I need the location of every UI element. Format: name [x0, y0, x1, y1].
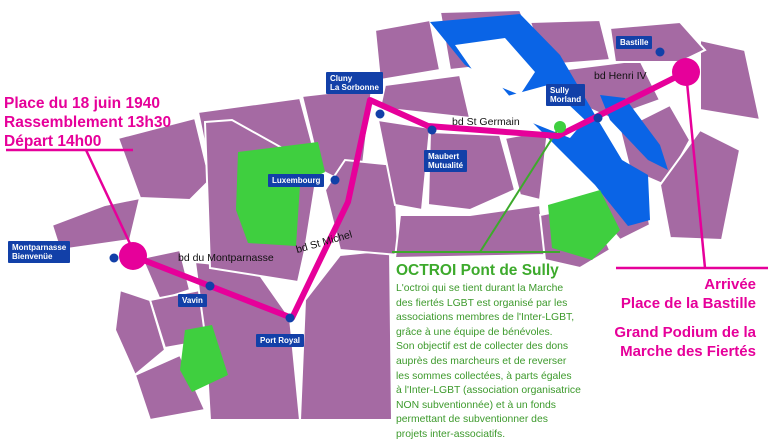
- metro-dot-maubert: [427, 125, 437, 135]
- octroi-line: à l'Inter-LGBT (association organisatric…: [396, 385, 581, 397]
- station-label-line: Sully: [550, 86, 570, 95]
- station-label-line: Montparnasse: [12, 243, 67, 252]
- arrival-label: Arrivée: [704, 276, 756, 293]
- station-label-line: Cluny: [330, 74, 353, 83]
- start-place: Place du 18 juin 1940: [4, 95, 160, 112]
- station-label-line: Mutualité: [428, 161, 464, 170]
- octroi-line: permettant de subventionner des: [396, 414, 548, 426]
- parks: [180, 142, 620, 392]
- arrival-point-bastille: [672, 58, 700, 86]
- river-seine: [430, 14, 668, 226]
- start-leader-line-diag: [84, 149, 135, 251]
- route-map: [6, 8, 768, 422]
- start-departure-time: Départ 14h00: [4, 133, 102, 150]
- arrival-leader-line: [684, 71, 707, 269]
- station-label-line: Morland: [550, 95, 582, 104]
- station-label-montparnasse: Montparnasse Bienvenüe: [8, 241, 71, 263]
- station-label-line: Bienvenüe: [12, 252, 53, 261]
- park-south: [180, 325, 228, 392]
- metro-dot-luxembourg: [330, 175, 340, 185]
- arrival-podium-line2: Marche des Fiertés: [620, 343, 756, 360]
- arrival-annotation: Arrivée Place de la Bastille Grand Podiu…: [614, 275, 756, 361]
- octroi-leader-line: [479, 125, 561, 253]
- octroi-line: auprès des marcheurs et de reverser: [396, 355, 567, 367]
- metro-dot-montparnasse: [109, 253, 119, 263]
- metro-dots: [109, 47, 665, 323]
- station-label-sully: Sully Morland: [546, 84, 586, 106]
- start-point-place-18-juin: [119, 242, 147, 270]
- metro-dot-port-royal: [285, 313, 295, 323]
- metro-dot-bastille: [655, 47, 665, 57]
- park-east: [548, 190, 620, 260]
- octroi-description: L'octroi qui se tient durant la Marche d…: [396, 282, 611, 443]
- station-label-line: La Sorbonne: [330, 83, 379, 92]
- station-label-bastille: Bastille: [616, 36, 653, 49]
- octroi-point-sully: [554, 121, 566, 133]
- luxembourg-garden: [236, 142, 325, 246]
- station-label-maubert: Maubert Mutualité: [424, 150, 468, 172]
- station-label-port-royal: Port Royal: [256, 334, 305, 347]
- octroi-line: associations membres de l'Inter-LGBT,: [396, 312, 575, 324]
- octroi-title: OCTROI Pont de Sully: [396, 262, 559, 279]
- station-label-vavin: Vavin: [178, 294, 207, 307]
- street-label-st-germain: bd St Germain: [452, 116, 520, 128]
- station-label-cluny: Cluny La Sorbonne: [326, 72, 383, 94]
- metro-dot-sully: [593, 113, 603, 123]
- metro-dot-cluny: [375, 109, 385, 119]
- start-annotation: Place du 18 juin 1940 Rassemblement 13h3…: [4, 94, 171, 151]
- octroi-line: L'octroi qui se tient durant la Marche: [396, 283, 564, 294]
- station-label-line: Maubert: [428, 152, 460, 161]
- start-gathering-time: Rassemblement 13h30: [4, 114, 172, 131]
- station-label-luxembourg: Luxembourg: [268, 174, 325, 187]
- octroi-line: des fiertés LGBT est organisé par les: [396, 297, 568, 309]
- octroi-line: grâce à une équipe de bénévoles.: [396, 326, 553, 338]
- street-label-henri-iv: bd Henri IV: [594, 70, 647, 82]
- arrival-place: Place de la Bastille: [620, 295, 756, 312]
- arrival-podium-line1: Grand Podium de la: [614, 324, 756, 341]
- octroi-line: Son objectif est de collecter des dons: [396, 341, 569, 353]
- street-label-montparnasse: bd du Montparnasse: [178, 252, 274, 264]
- octroi-line: projets inter-associatifs.: [396, 428, 506, 440]
- octroi-line: NON subventionnée) et à un fonds: [396, 399, 556, 411]
- metro-dot-vavin: [205, 281, 215, 291]
- octroi-line: les sommes collectées, à parts égales: [396, 370, 572, 382]
